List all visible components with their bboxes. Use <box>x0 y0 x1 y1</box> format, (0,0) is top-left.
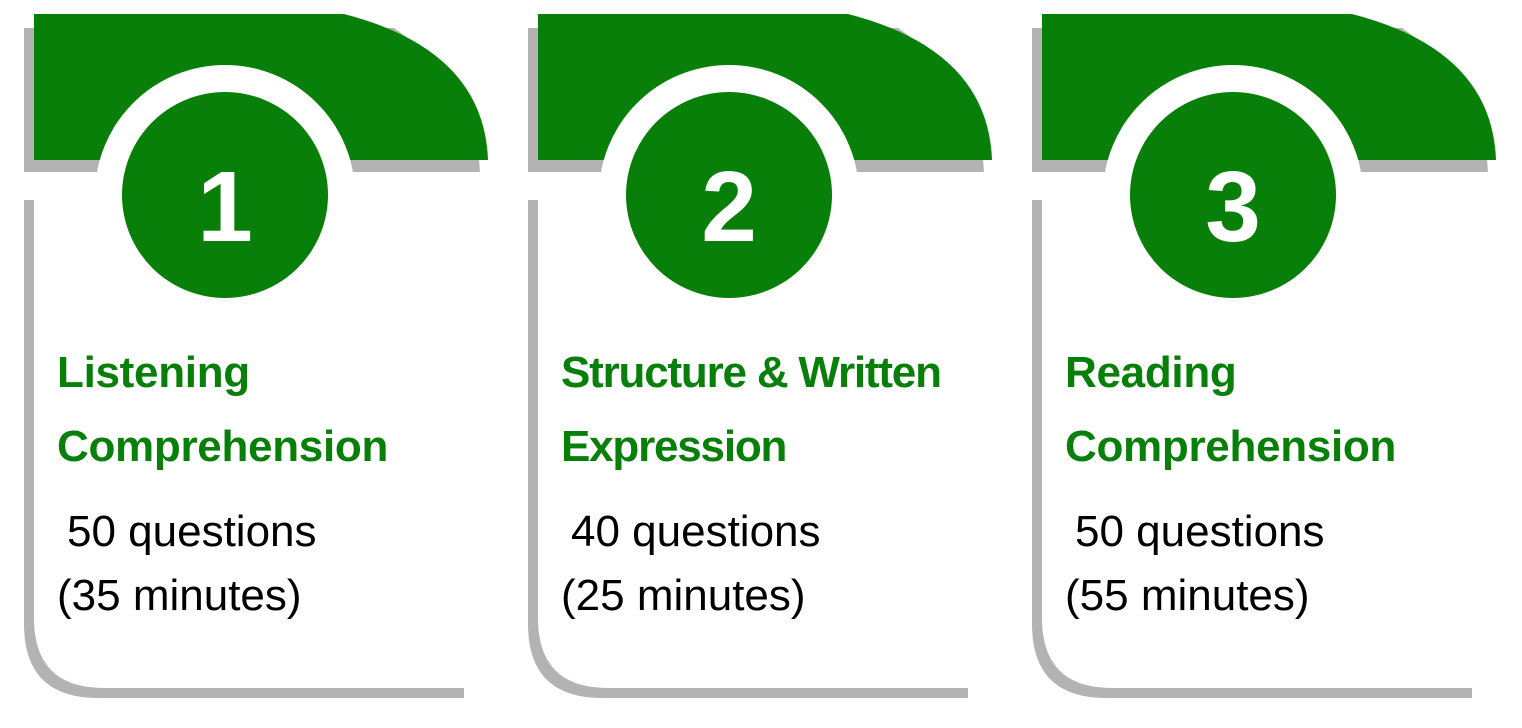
card-frame <box>24 14 488 698</box>
step-number: 2 <box>701 151 757 263</box>
question-count: 50 questions <box>67 507 317 556</box>
step-title: Listening Comprehension <box>57 348 389 471</box>
card-frame <box>528 14 992 698</box>
question-count: 50 questions <box>1075 507 1325 556</box>
time-limit: (35 minutes) <box>57 571 302 620</box>
step-title: Reading Comprehension <box>1065 348 1397 471</box>
time-limit: (25 minutes) <box>561 571 806 620</box>
step-title: Structure & Written Expression <box>561 348 942 471</box>
step-number: 1 <box>197 151 253 263</box>
step-card-2: 2 Structure & Written Expression 40 ques… <box>528 14 998 698</box>
question-count: 40 questions <box>571 507 821 556</box>
step-card-3: 3 Reading Comprehension 50 questions (55… <box>1032 14 1502 698</box>
step-card-1: 1 Listening Comprehension 50 questions (… <box>24 14 494 698</box>
card-frame <box>1032 14 1496 698</box>
time-limit: (55 minutes) <box>1065 571 1310 620</box>
step-number: 3 <box>1205 151 1261 263</box>
